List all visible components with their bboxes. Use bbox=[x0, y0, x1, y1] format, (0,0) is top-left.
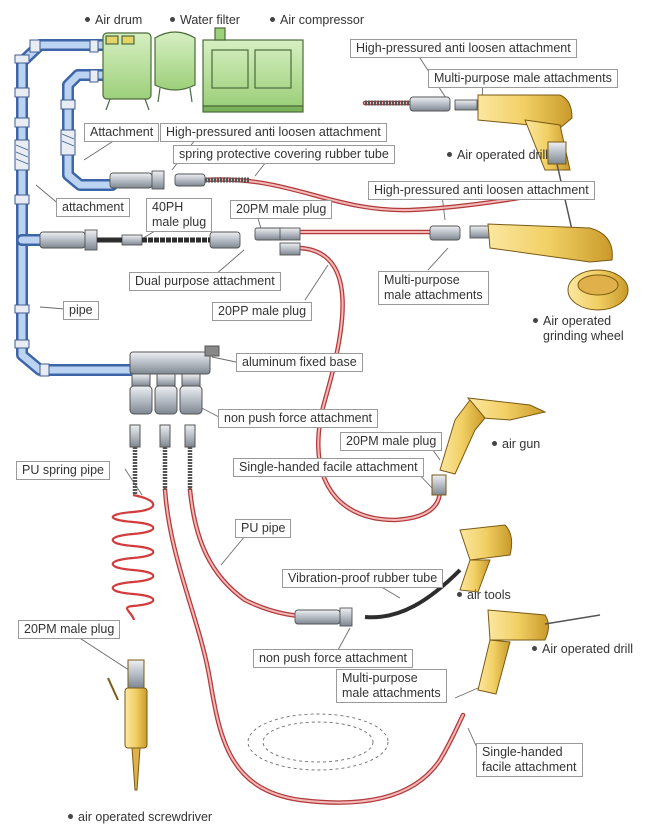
air-drill-bottom-caption: Air operated drill bbox=[532, 642, 633, 657]
label-pipe: pipe bbox=[63, 301, 99, 320]
aluminum-manifold bbox=[129, 345, 220, 415]
label-attachment-lower: attachment bbox=[56, 198, 130, 217]
bullet-dot-icon bbox=[85, 17, 90, 23]
label-single-handed-gun: Single-handed facile attachment bbox=[233, 458, 424, 477]
label-20pm-gun: 20PM male plug bbox=[340, 432, 443, 451]
label-aluminum-base: aluminum fixed base bbox=[236, 353, 363, 372]
label-pu-pipe: PU pipe bbox=[235, 519, 292, 538]
label-40ph-line2: male plug bbox=[152, 215, 207, 229]
label-pu-spring-pipe: PU spring pipe bbox=[16, 461, 110, 480]
spring-covering-hose bbox=[205, 100, 410, 183]
bullet-dot-icon bbox=[492, 441, 497, 447]
bullet-dot-icon bbox=[68, 814, 73, 820]
label-hp-anti-loosen-left: High-pressured anti loosen attachment bbox=[160, 123, 387, 142]
air-compressor-unit bbox=[202, 27, 304, 113]
label-multi-purpose-top: Multi-purpose male attachments bbox=[428, 69, 618, 88]
label-40ph-line1: 40PH bbox=[152, 200, 184, 214]
screwdriver-tool bbox=[107, 659, 148, 791]
grinding-wheel-line2: grinding wheel bbox=[543, 329, 624, 343]
label-non-push-bottom: non push force attachment bbox=[253, 649, 414, 668]
label-hp-anti-loosen-top: High-pressured anti loosen attachment bbox=[350, 39, 577, 58]
air-compressor-caption: Air compressor bbox=[270, 13, 364, 28]
label-multi-purpose-bottom-line2: male attachments bbox=[342, 686, 441, 700]
pipe-hatch bbox=[15, 133, 75, 165]
grinding-wheel-line1: Air operated bbox=[533, 314, 624, 329]
label-spring-covering-tube: spring protective covering rubber tube bbox=[173, 145, 395, 164]
air-gun-tool bbox=[431, 397, 547, 496]
bullet-dot-icon bbox=[270, 17, 275, 23]
air-gun-caption: air gun bbox=[492, 437, 540, 452]
drop-hoses bbox=[132, 447, 193, 495]
label-single-handed-bottom-line1: Single-handed bbox=[482, 745, 563, 759]
drop-plugs bbox=[129, 424, 196, 448]
label-20pm-top: 20PM male plug bbox=[230, 200, 333, 219]
screwdriver-caption: air operated screwdriver bbox=[68, 810, 212, 825]
air-drum-tank bbox=[102, 32, 152, 111]
label-non-push-top: non push force attachment bbox=[218, 409, 379, 428]
dark-hoses bbox=[97, 237, 462, 620]
label-attachment-upper: Attachment bbox=[84, 123, 160, 142]
label-multi-purpose-mid-line2: male attachments bbox=[384, 288, 483, 302]
air-drill-top-caption: Air operated drill bbox=[447, 148, 548, 163]
bullet-dot-icon bbox=[170, 17, 175, 23]
label-dual-purpose: Dual purpose attachment bbox=[129, 272, 281, 291]
air-drill-bottom-tool bbox=[477, 609, 601, 695]
air-drill-top-tool bbox=[477, 94, 573, 231]
fittings bbox=[39, 96, 491, 627]
label-single-handed-bottom-line2: facile attachment bbox=[482, 760, 577, 774]
air-drum-caption: Air drum bbox=[85, 13, 142, 28]
label-20pp-male-plug: 20PP male plug bbox=[212, 302, 313, 321]
impact-air-tool bbox=[459, 524, 513, 593]
label-multi-purpose-bottom-line1: Multi-purpose bbox=[342, 671, 418, 685]
bullet-dot-icon bbox=[532, 646, 537, 652]
water-filter-tank bbox=[154, 31, 196, 103]
label-20pm-bottom: 20PM male plug bbox=[18, 620, 121, 639]
air-tools-caption: air tools bbox=[457, 588, 511, 603]
label-multi-purpose-mid-line1: Multi-purpose bbox=[384, 273, 460, 287]
pipe-joints bbox=[14, 39, 99, 377]
bullet-dot-icon bbox=[457, 592, 462, 598]
water-filter-caption: Water filter bbox=[170, 13, 240, 28]
label-hp-anti-loosen-mid: High-pressured anti loosen attachment bbox=[368, 181, 595, 200]
bullet-dot-icon bbox=[533, 318, 538, 324]
bullet-dot-icon bbox=[447, 152, 452, 158]
grinding-wheel-tool bbox=[487, 223, 629, 311]
label-vibration-tube: Vibration-proof rubber tube bbox=[282, 569, 444, 588]
pu-spring-coil bbox=[111, 493, 155, 621]
hose-loop-dashed bbox=[247, 713, 389, 771]
